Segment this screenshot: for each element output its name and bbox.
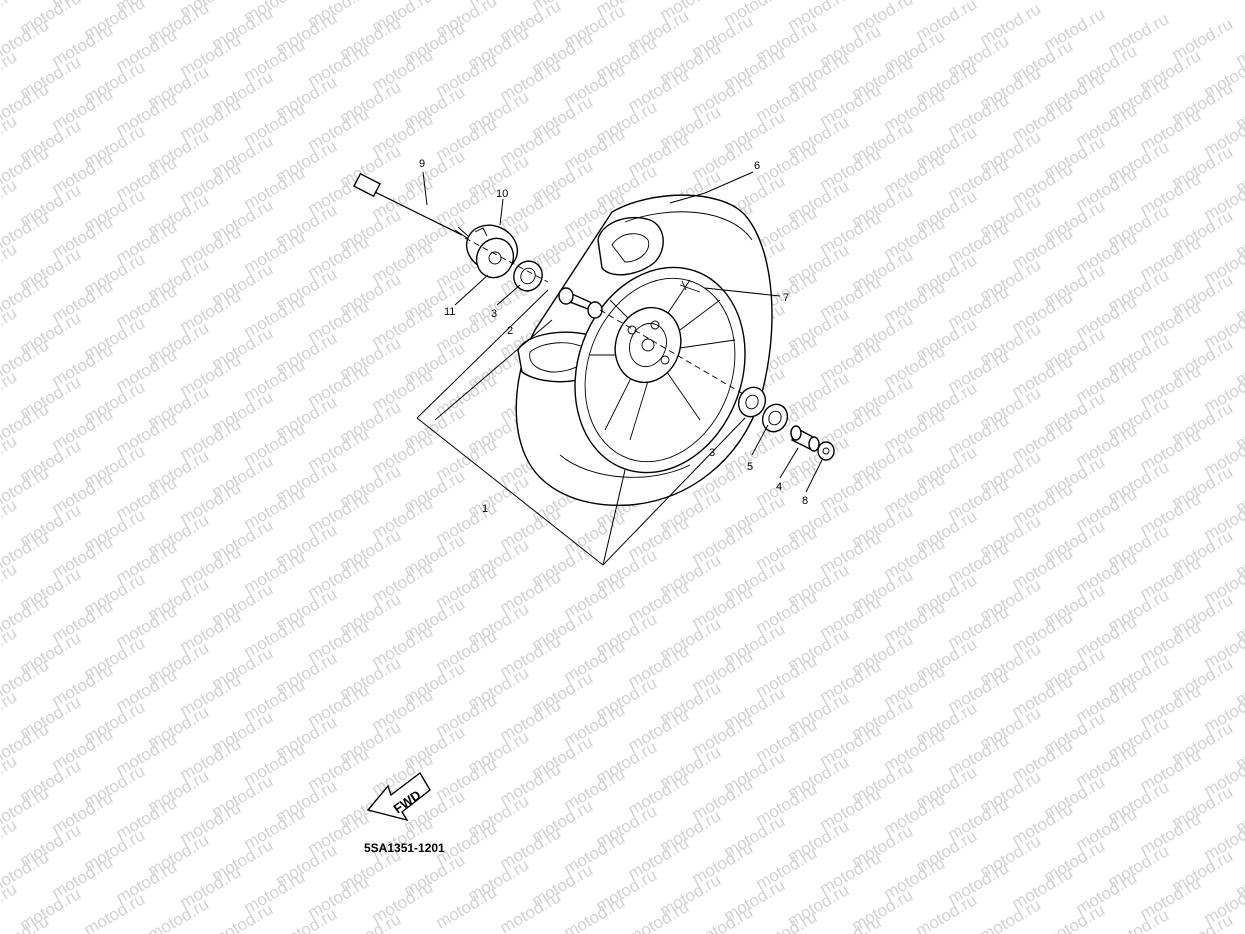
callout-3a: 3 (491, 308, 497, 320)
wheel-assembly (515, 194, 773, 507)
callout-7: 7 (783, 292, 789, 304)
watermark-text: motod.ru (0, 111, 20, 161)
spacer (558, 287, 603, 319)
watermark-text: motod.ru (0, 431, 20, 481)
watermark-text: motod.ru (0, 367, 20, 417)
callout-6: 6 (754, 160, 760, 172)
watermark-text: motod.ru (0, 815, 20, 865)
callout-2: 2 (507, 325, 513, 337)
bearing-lower (737, 386, 767, 418)
callout-11: 11 (444, 306, 455, 318)
callout-3b: 3 (709, 447, 715, 459)
watermark-text: motod.ru (0, 47, 20, 97)
watermark-text: motod.ru (0, 623, 20, 673)
diagram-code: 5SA1351-1201 (364, 841, 445, 855)
leader-lines (422, 171, 823, 493)
tire-section-top (597, 216, 664, 276)
callouts: 9 10 6 7 11 3 2 1 3 5 4 8 (419, 158, 808, 515)
collar (790, 425, 820, 452)
group-bracket (416, 289, 746, 566)
watermark-text: motod.ru (0, 175, 20, 225)
watermark-text: motod.ru (0, 239, 20, 289)
watermark-text: motod.ru (0, 495, 20, 545)
nut (817, 441, 835, 461)
axle-centerline (464, 237, 746, 396)
arrow-icon (366, 771, 431, 822)
watermark-text: motod.ru (0, 559, 20, 609)
callout-4: 4 (776, 481, 782, 493)
axle (353, 172, 471, 241)
watermark-text: motod.ru (0, 751, 20, 801)
watermark-text: motod.ru (0, 879, 20, 929)
watermark-text: motod.ru (0, 303, 20, 353)
callout-1: 1 (482, 503, 488, 515)
watermark-text: motod.ru (81, 889, 149, 934)
oil-seal (761, 403, 789, 433)
callout-9: 9 (419, 158, 425, 170)
watermark-text: motod.ru (753, 907, 821, 934)
callout-10: 10 (496, 188, 508, 200)
spokes (590, 279, 736, 441)
callout-5: 5 (747, 461, 753, 473)
valve (679, 280, 701, 293)
callout-8: 8 (802, 495, 808, 507)
watermark-text: motod.ru (0, 0, 20, 33)
bearing-upper (513, 260, 543, 292)
watermark-text: motod.ru (0, 687, 20, 737)
